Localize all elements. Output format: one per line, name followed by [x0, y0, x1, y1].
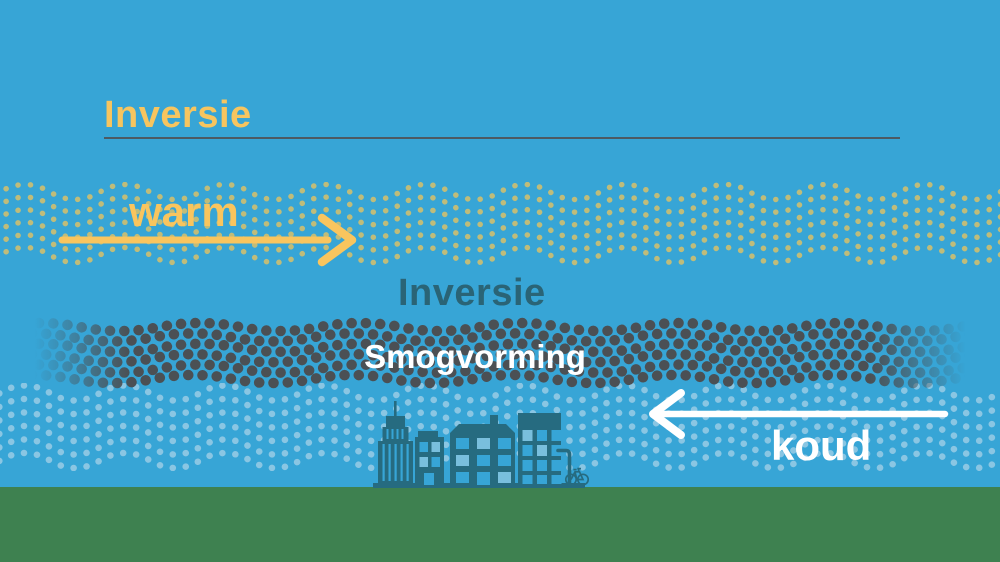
dotted-wave-row	[0, 348, 1000, 368]
bicycle-icon	[564, 467, 590, 486]
warm-air-label: warm	[129, 188, 239, 235]
dotted-wave-row	[0, 244, 1000, 266]
smog-formation-label: Smogvorming	[364, 338, 586, 375]
dotted-wave-row	[0, 317, 1000, 337]
city-base	[373, 483, 585, 488]
street-lamp-icon	[556, 448, 572, 487]
cold-air-label: koud	[771, 422, 872, 469]
dotted-wave-row	[0, 232, 1000, 253]
page-title: Inversie	[104, 94, 252, 136]
warm-air-dots-layer	[0, 182, 1000, 266]
dotted-wave-row	[0, 369, 1000, 389]
dotted-wave-row	[0, 422, 1000, 445]
title-underline	[104, 137, 900, 139]
left-arrow-icon	[649, 389, 949, 439]
building-windows	[382, 429, 562, 485]
dotted-wave-row	[0, 436, 1000, 458]
cold-air-dots-layer	[0, 383, 1000, 471]
dotted-wave-row	[0, 449, 1000, 471]
dotted-wave-row	[0, 194, 1000, 215]
smog-dots-layer	[0, 317, 1000, 389]
ground	[0, 487, 1000, 562]
dotted-wave-row	[0, 182, 1000, 203]
dotted-wave-row	[0, 383, 1000, 404]
inversion-layer-label: Inversie	[398, 272, 546, 314]
city-icon	[373, 401, 590, 488]
dotted-wave-row	[0, 409, 1000, 431]
right-arrow-icon	[58, 213, 357, 267]
dotted-wave-row	[0, 219, 1000, 241]
dotted-wave-row	[0, 359, 1000, 378]
dotted-wave-row	[0, 206, 1000, 228]
dotted-wave-row	[0, 338, 1000, 358]
dotted-wave-row	[0, 395, 1000, 418]
dotted-wave-row	[0, 328, 1000, 347]
